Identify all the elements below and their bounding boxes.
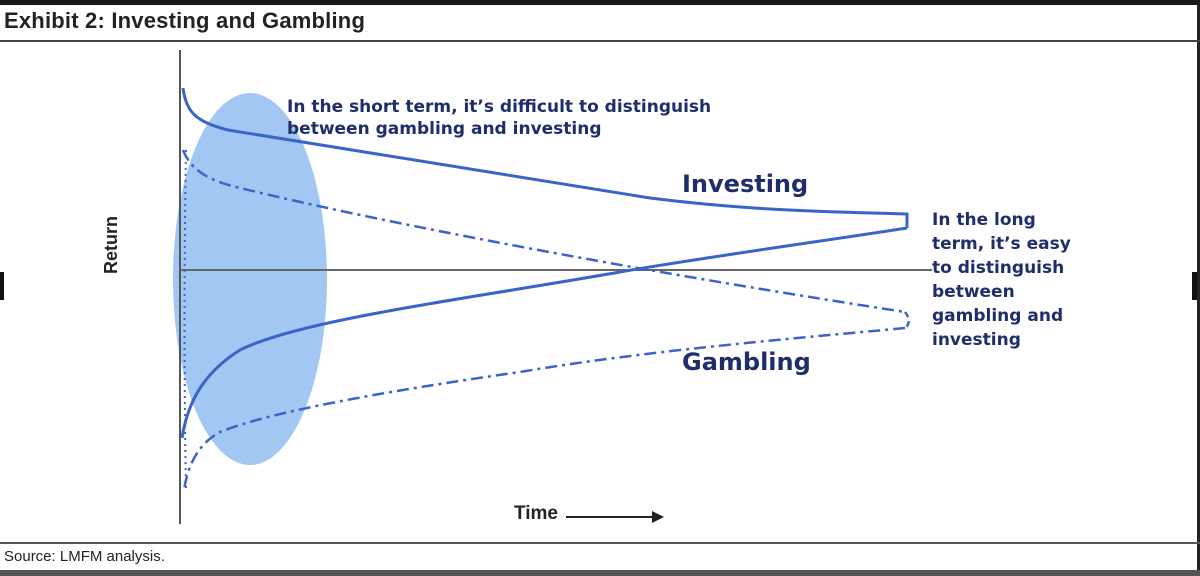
gambling-axis-dots [183,149,187,493]
long-term-annotation: In the long term, it’s easy to distingui… [932,210,1071,350]
source-note: Source: LMFM analysis. [4,548,165,565]
title-divider [0,40,1200,42]
investing-lower-curve [180,226,908,439]
source-divider [0,542,1200,544]
x-axis-label: Time [514,503,559,524]
gambling-tip [904,311,910,329]
time-arrow-head [652,511,664,523]
right-border [1197,5,1200,575]
right-edge-mark [1192,272,1197,300]
gambling-lower-curve [182,326,906,491]
left-edge-mark [0,272,4,300]
investing-label: Investing [682,170,809,198]
investing-tip [905,212,909,228]
top-border [0,0,1200,5]
exhibit-title: Exhibit 2: Investing and Gambling [4,8,366,33]
investing-upper-curve [181,87,906,216]
y-axis-label: Return [101,216,121,274]
short-term-annotation: In the short term, it’s difficult to dis… [287,97,712,139]
bottom-border [0,570,1200,576]
gambling-label: Gambling [682,348,811,376]
